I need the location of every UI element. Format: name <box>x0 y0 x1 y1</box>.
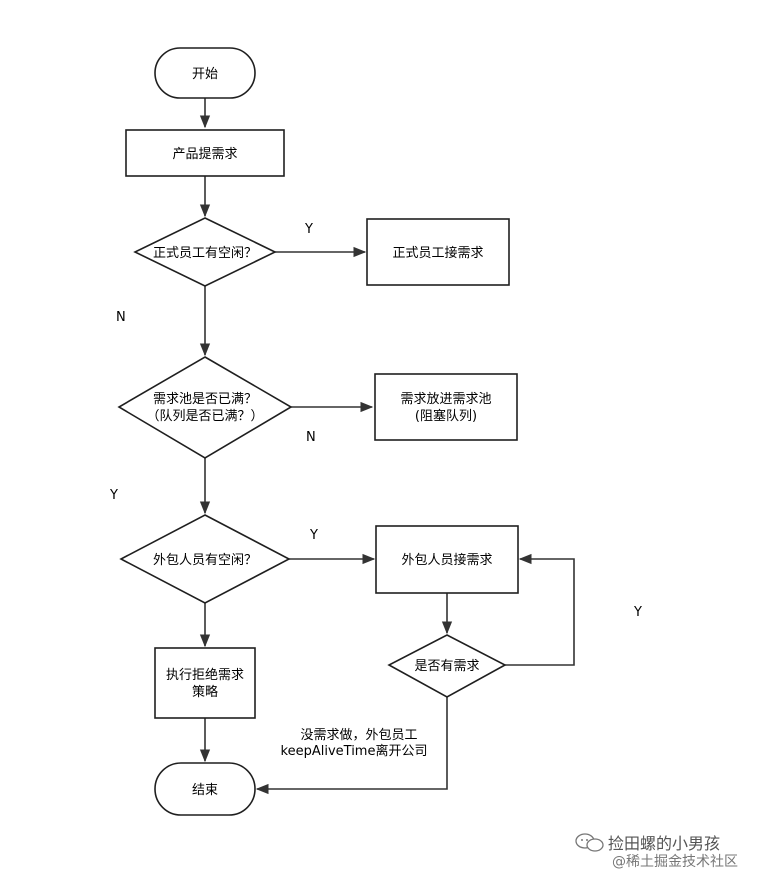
has-request-label: 是否有需求 <box>414 659 479 674</box>
pool-put-label-line1: 需求放进需求池 <box>400 392 491 407</box>
outsource-take-label: 外包人员接需求 <box>401 552 492 568</box>
start-node: 开始 <box>154 47 256 99</box>
pool-full-label-line1: 需求池是否已满？ <box>153 392 257 407</box>
end-label: 结束 <box>192 783 218 798</box>
outsource-free-label: 外包人员有空闲？ <box>153 553 257 568</box>
edge-label-pool-yes: Y <box>109 488 118 503</box>
pool-full-decision: 需求池是否已满？ （队列是否已满？） <box>117 356 293 459</box>
outsource-take-node: 外包人员接需求 <box>375 525 519 594</box>
staff-take-node: 正式员工接需求 <box>366 218 510 286</box>
edge-label-loop-yes: Y <box>633 605 642 620</box>
pool-full-label-line2: （队列是否已满？） <box>146 409 263 424</box>
pool-put-node: 需求放进需求池 (阻塞队列) <box>374 373 518 441</box>
staff-free-label: 正式员工有空闲？ <box>153 246 257 261</box>
edge-label-staff-yes: Y <box>304 222 313 237</box>
note-line2: keepAliveTime离开公司 <box>281 743 428 759</box>
reject-label-line2: 策略 <box>192 684 218 700</box>
product-request-node: 产品提需求 <box>125 129 285 177</box>
edge-label-staff-no: N <box>116 310 126 325</box>
edge-loop-yes <box>505 553 575 666</box>
watermark: 捡田螺的小男孩 @稀土掘金技术社区 <box>575 833 738 870</box>
watermark-author: 捡田螺的小男孩 <box>608 834 720 853</box>
note-line1: 没需求做，外包员工 <box>300 728 417 743</box>
chat-bubble-icon <box>575 833 604 852</box>
edge-label-pool-no: N <box>306 430 316 445</box>
watermark-community: @稀土掘金技术社区 <box>612 854 738 870</box>
pool-put-label-line2: (阻塞队列) <box>415 408 477 424</box>
reject-label-line1: 执行拒绝需求 <box>166 667 244 683</box>
edge-label-outsource-yes: Y <box>309 528 318 543</box>
staff-take-label: 正式员工接需求 <box>392 245 483 261</box>
product-request-label: 产品提需求 <box>172 146 237 162</box>
staff-free-decision: 正式员工有空闲？ <box>133 217 277 287</box>
end-node: 结束 <box>154 762 256 816</box>
has-request-decision: 是否有需求 <box>387 634 507 698</box>
outsource-free-decision: 外包人员有空闲？ <box>119 514 291 604</box>
start-label: 开始 <box>192 67 218 82</box>
edge-check-no-to-end <box>255 697 448 795</box>
reject-node: 执行拒绝需求 策略 <box>154 647 256 719</box>
